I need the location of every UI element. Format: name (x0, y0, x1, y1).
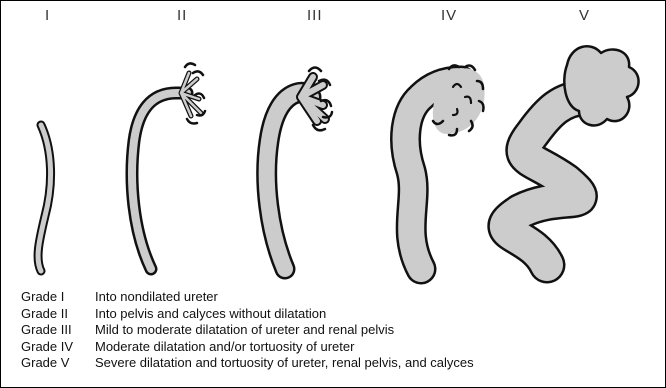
legend: Grade I Into nondilated ureter Grade II … (21, 289, 474, 372)
legend-row: Grade III Mild to moderate dilatation of… (21, 322, 474, 339)
grade-iv-ureter (406, 65, 484, 269)
legend-grade: Grade II (21, 306, 95, 323)
legend-grade: Grade V (21, 355, 95, 372)
legend-text: Into pelvis and calyces without dilatati… (95, 306, 326, 323)
grade-i-ureter (38, 125, 51, 271)
legend-row: Grade II Into pelvis and calyces without… (21, 306, 474, 323)
legend-row: Grade I Into nondilated ureter (21, 289, 474, 306)
grade-v-ureter (506, 46, 639, 265)
legend-text: Moderate dilatation and/or tortuosity of… (95, 339, 354, 356)
legend-grade: Grade I (21, 289, 95, 306)
grade-iii-ureter (267, 68, 332, 270)
reflux-grades-illustration (1, 1, 665, 291)
legend-row: Grade IV Moderate dilatation and/or tort… (21, 339, 474, 356)
legend-text: Severe dilatation and tortuosity of uret… (95, 355, 474, 372)
legend-grade: Grade III (21, 322, 95, 339)
legend-text: Mild to moderate dilatation of ureter an… (95, 322, 394, 339)
legend-text: Into nondilated ureter (95, 289, 218, 306)
legend-row: Grade V Severe dilatation and tortuosity… (21, 355, 474, 372)
grade-ii-ureter (132, 63, 205, 269)
legend-grade: Grade IV (21, 339, 95, 356)
